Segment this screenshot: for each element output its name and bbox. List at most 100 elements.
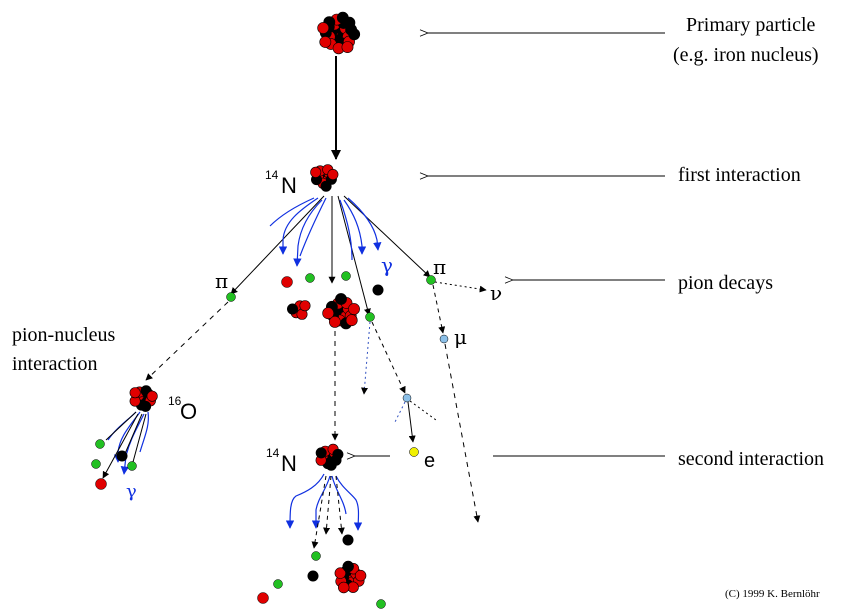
primary-particle-text: Primary particle xyxy=(686,14,816,36)
gamma-label-left: γ xyxy=(126,481,137,502)
oxygen-track-a xyxy=(105,411,137,441)
pi-label-left: π xyxy=(215,269,228,293)
mu-label: μ xyxy=(454,325,467,349)
pion-dot-second xyxy=(311,551,321,561)
pion-to-oxygen-track xyxy=(145,301,229,381)
nitrogen-nucleus-second xyxy=(315,443,344,471)
nucleon xyxy=(354,569,367,582)
oxygen-track-c xyxy=(123,413,143,457)
pion-center xyxy=(365,312,375,322)
nucleon xyxy=(325,459,337,471)
nucleon xyxy=(334,567,346,579)
nucleon xyxy=(146,390,158,402)
nucleon xyxy=(327,169,339,181)
nucleon xyxy=(335,293,347,305)
nuclear-fragment-bottom xyxy=(334,560,367,594)
label-pion-decays: pion decays xyxy=(504,272,773,294)
nucleon xyxy=(338,581,350,594)
o16-element: O xyxy=(180,399,197,424)
second-track-b xyxy=(323,475,332,535)
neutron-dot-second xyxy=(307,570,319,582)
n14-top-mass: 14 xyxy=(265,168,279,182)
nucleon xyxy=(315,447,327,459)
oxygen-track-d xyxy=(132,413,147,463)
nucleon xyxy=(345,314,358,327)
nucleon xyxy=(342,560,354,573)
gamma-label-top: γ xyxy=(381,253,393,277)
photon-tracks-second xyxy=(285,473,363,531)
nucleon xyxy=(286,303,298,315)
pion-dot-second xyxy=(273,579,283,589)
pion-nucleus-text: pion-nucleus xyxy=(12,324,116,346)
proton-dot-oxygen xyxy=(95,478,107,490)
pion-decays-text: pion decays xyxy=(678,272,773,294)
nucleon xyxy=(348,303,360,315)
neutron-dot-second xyxy=(342,534,354,546)
pion-nucleus-interaction-text: interaction xyxy=(12,353,98,375)
n14-bottom-element: N xyxy=(281,451,297,476)
oxygen-track-b xyxy=(102,413,139,479)
proton-dot xyxy=(281,276,293,288)
nucleon xyxy=(341,41,354,53)
pion-left-track xyxy=(230,195,325,295)
nucleon xyxy=(328,315,341,328)
pion-dot-oxygen xyxy=(91,459,101,469)
pion-dot-oxygen xyxy=(127,461,137,471)
nucleon xyxy=(310,166,322,178)
first-interaction-text: first interaction xyxy=(678,164,801,186)
pion-right-track xyxy=(343,195,431,278)
electron-dot xyxy=(409,447,419,457)
label-second-interaction: second interaction xyxy=(346,448,824,470)
n14-bottom-mass: 14 xyxy=(266,446,280,460)
iron-nucleus xyxy=(317,11,361,55)
oxygen-nucleus xyxy=(129,385,158,412)
second-track-c xyxy=(335,475,345,535)
label-primary-particle: Primary particle (e.g. iron nucleus) xyxy=(419,14,819,66)
label-pion-nucleus: pion-nucleus interaction xyxy=(12,324,116,375)
muon-track xyxy=(432,284,446,334)
pion-dot xyxy=(305,273,315,283)
nucleon xyxy=(332,448,344,460)
neutrino-decay-track-b xyxy=(393,401,406,425)
neutron-dot xyxy=(372,284,384,296)
pion-dot-oxygen xyxy=(95,439,105,449)
nucleon xyxy=(129,387,141,399)
neutrino-track-center xyxy=(361,321,371,395)
copyright-text: (C) 1999 K. Bernlöhr xyxy=(725,588,820,600)
e-label: e xyxy=(424,450,435,472)
label-first-interaction: first interaction xyxy=(419,164,801,186)
electron-track xyxy=(407,401,416,443)
nucleon xyxy=(319,36,332,48)
pion-dot xyxy=(341,271,351,281)
neutrino-decay-track-a xyxy=(409,400,437,421)
muon-long-track xyxy=(444,343,481,523)
muon-dot-center xyxy=(402,393,412,403)
neutron-dot-oxygen xyxy=(116,450,128,462)
pion-center-track xyxy=(337,195,371,316)
nu-label: ν xyxy=(490,281,502,305)
nucleon xyxy=(140,400,152,412)
pi-label-right: π xyxy=(433,255,446,279)
neutrino-track xyxy=(434,281,487,293)
nitrogen-nucleus-first xyxy=(310,164,339,192)
muon-dot xyxy=(439,334,449,344)
primary-particle-example-text: (e.g. iron nucleus) xyxy=(673,44,819,66)
proton-dot-second xyxy=(257,592,269,604)
nuclear-fragment-large xyxy=(322,293,360,330)
photon-tracks-first xyxy=(269,197,382,267)
pion-right xyxy=(426,275,436,285)
nuclear-fragment-small xyxy=(286,300,311,320)
pion-left xyxy=(226,292,236,302)
muon-track-center xyxy=(371,321,406,394)
nucleon xyxy=(336,11,349,24)
nucleon xyxy=(348,28,361,41)
nucleon xyxy=(317,22,330,34)
pion-dot-second xyxy=(376,599,386,609)
second-interaction-text: second interaction xyxy=(678,448,824,470)
o16-mass: 16 xyxy=(168,394,182,408)
nucleon xyxy=(322,307,335,320)
n14-top-element: N xyxy=(281,173,297,198)
nucleon xyxy=(299,300,311,312)
nucleon xyxy=(320,180,332,192)
